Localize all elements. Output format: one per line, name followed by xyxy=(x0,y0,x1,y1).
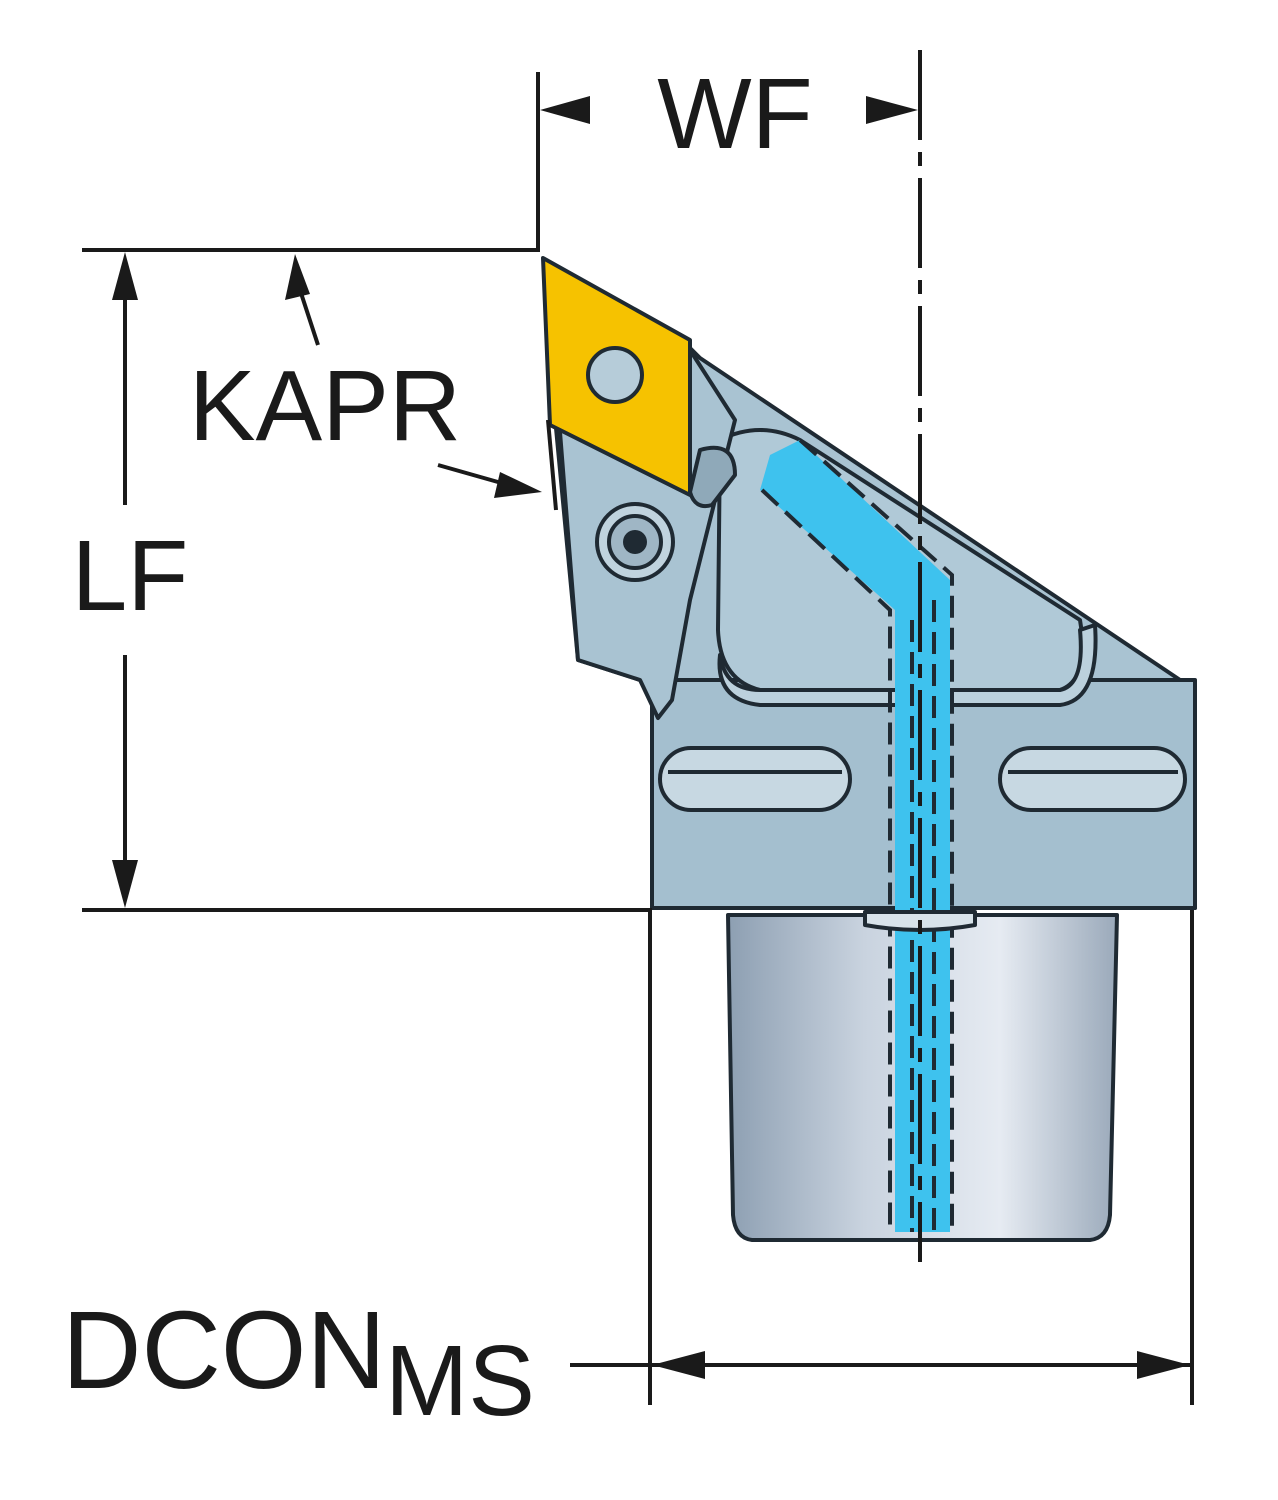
clamp-screw-icon xyxy=(595,502,675,582)
kapr-dimension: KAPR xyxy=(189,254,558,511)
slot-left xyxy=(658,746,852,812)
insert-pocket xyxy=(688,445,737,509)
wf-dimension: WF xyxy=(536,58,918,250)
lf-label: LF xyxy=(72,520,189,632)
coolant-channel xyxy=(760,440,950,1232)
dcon-label: DCON xyxy=(62,1289,386,1412)
rounded-top xyxy=(717,623,1098,707)
dcon-dimension: DCON MS xyxy=(62,910,1194,1437)
coolant-dash-left xyxy=(760,488,892,1232)
kapr-label: KAPR xyxy=(189,350,461,462)
coolant-dash-right xyxy=(798,438,954,1232)
wf-label: WF xyxy=(657,58,812,170)
dcon-subscript: MS xyxy=(385,1325,535,1437)
lf-dimension: LF xyxy=(72,248,652,912)
insert-hole xyxy=(586,346,644,404)
slot-right xyxy=(998,746,1187,812)
